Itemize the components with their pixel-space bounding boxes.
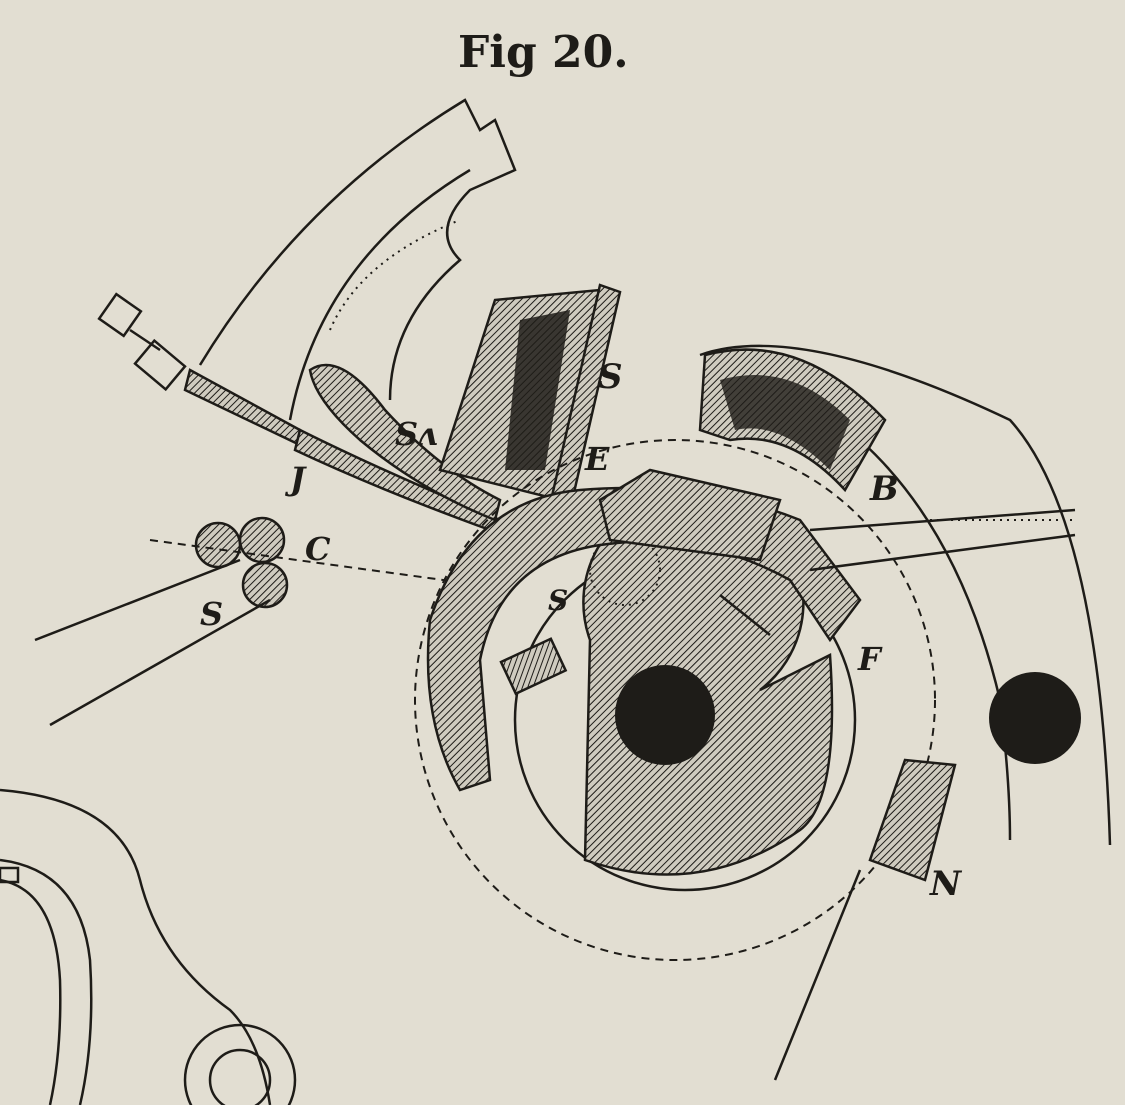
label-s-left: S [200, 595, 223, 633]
label-f: F [857, 640, 883, 678]
label-s-caret: Sʌ [395, 415, 437, 453]
label-n: N [929, 864, 963, 904]
adjusting-bolt [97, 292, 302, 447]
label-j: J [284, 460, 307, 498]
label-s-center: S [548, 584, 568, 617]
ball-weight [989, 672, 1081, 764]
axle [615, 665, 715, 765]
curved-lever [308, 363, 502, 522]
housing-outline [0, 788, 297, 1105]
dotted-guide [329, 219, 461, 331]
label-s-top: S [598, 357, 623, 397]
brush-holder-right [698, 344, 1112, 846]
feed-rollers [34, 516, 481, 727]
figure-title: Fig 20. [458, 27, 629, 78]
brush-holder-lower [773, 758, 957, 1081]
label-e: E [584, 440, 610, 478]
main-disc [414, 439, 1076, 961]
upper-arm-inner [288, 168, 471, 421]
upper-arm [198, 98, 517, 401]
label-b: B [869, 469, 899, 509]
label-c: C [305, 530, 331, 568]
